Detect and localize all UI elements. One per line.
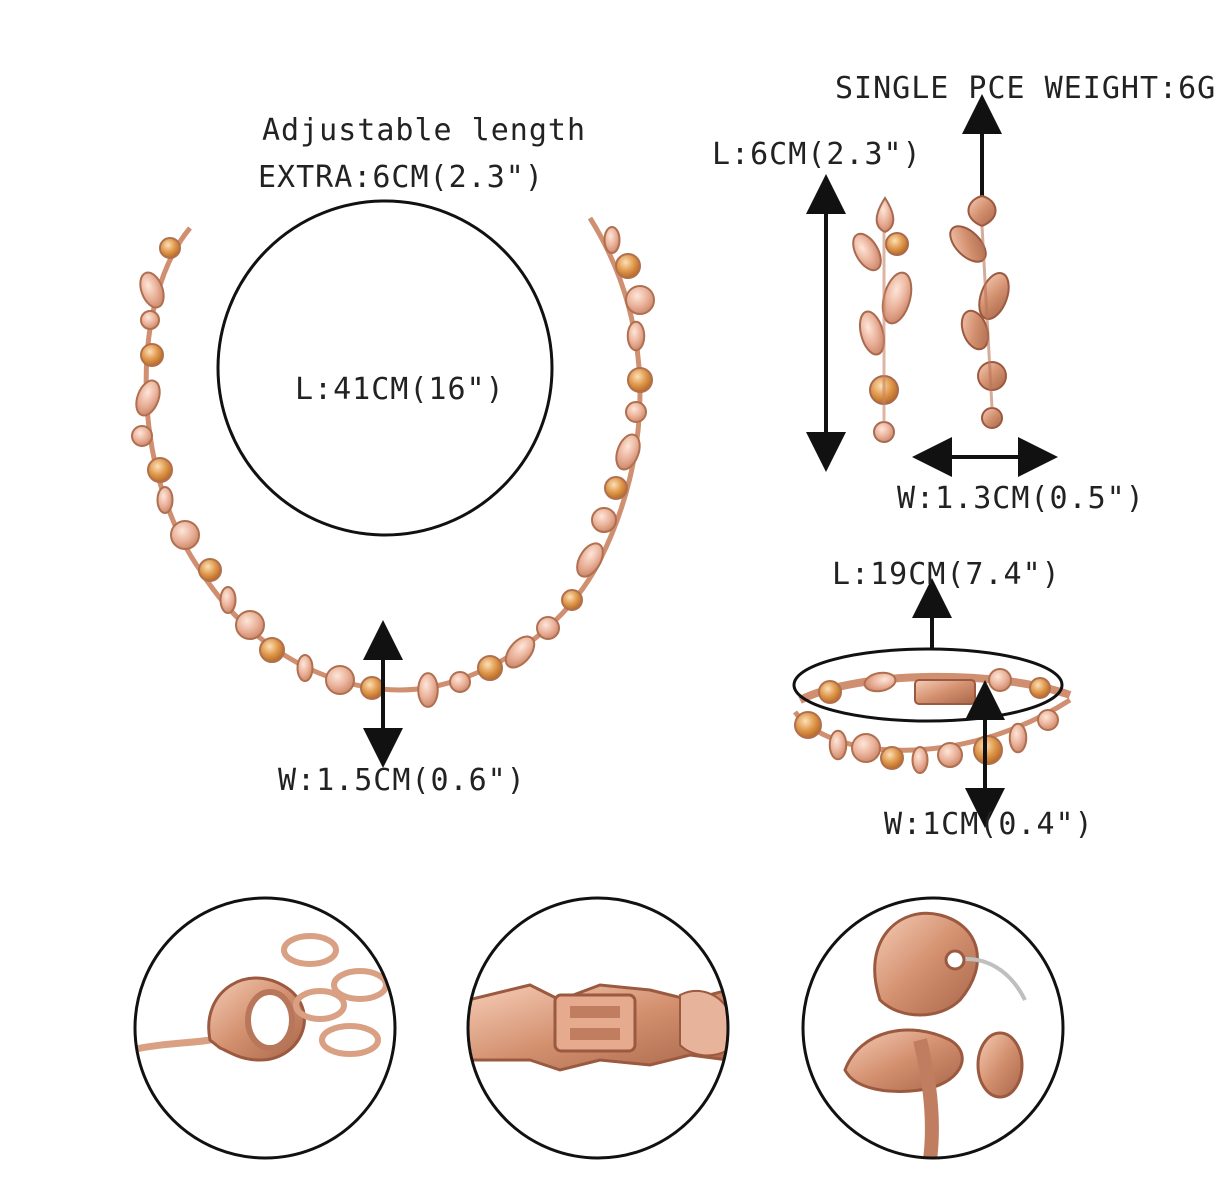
necklace-stones bbox=[131, 226, 655, 708]
crystal-stone bbox=[973, 735, 1003, 765]
necklace-chain bbox=[143, 216, 643, 693]
crystal-stone bbox=[603, 226, 621, 254]
crystal-stone bbox=[449, 671, 471, 693]
crystal-stone bbox=[591, 507, 617, 533]
crystal-stone bbox=[1029, 677, 1051, 699]
bracelet-length-ellipse bbox=[792, 647, 1064, 723]
crystal-stone bbox=[818, 680, 842, 704]
necklace bbox=[131, 199, 655, 768]
bracelet-length-label: L:19CM(7.4") bbox=[832, 557, 1061, 592]
detail-earring-back bbox=[801, 896, 1065, 1160]
crystal-stone bbox=[198, 558, 222, 582]
necklace-length-circle bbox=[216, 199, 554, 537]
crystal-stone bbox=[626, 320, 646, 352]
detail-lobster-clasp bbox=[133, 896, 397, 1160]
crystal-stone bbox=[604, 476, 628, 500]
crystal-stone bbox=[627, 367, 653, 393]
crystal-stone bbox=[156, 486, 174, 514]
bracelet-clasp bbox=[914, 679, 976, 705]
crystal-stone bbox=[296, 654, 314, 682]
crystal-stone bbox=[417, 672, 439, 708]
crystal-stone bbox=[477, 655, 503, 681]
crystal-stone bbox=[794, 711, 822, 739]
crystal-stone bbox=[561, 589, 583, 611]
crystal-stone bbox=[851, 733, 881, 763]
crystal-stone bbox=[140, 310, 160, 330]
crystal-stone bbox=[880, 746, 904, 770]
crystal-stone bbox=[536, 616, 560, 640]
crystal-stone bbox=[159, 237, 181, 259]
necklace-width-label: W:1.5CM(0.6") bbox=[278, 763, 526, 798]
earring-width-label: W:1.3CM(0.5") bbox=[897, 481, 1145, 516]
crystal-stone bbox=[937, 742, 963, 768]
necklace-extra-label: EXTRA:6CM(2.3") bbox=[258, 160, 544, 195]
crystal-stone bbox=[1037, 709, 1059, 731]
crystal-stone bbox=[625, 401, 647, 423]
crystal-stone bbox=[988, 668, 1012, 692]
crystal-stone bbox=[615, 433, 641, 471]
crystal-stone bbox=[576, 542, 604, 578]
crystal-stone bbox=[131, 425, 153, 447]
bracelet-width-label: W:1CM(0.4") bbox=[884, 807, 1094, 842]
metal-earring bbox=[949, 194, 1010, 429]
crystal-stone bbox=[863, 671, 897, 693]
crystal-stone bbox=[911, 746, 929, 774]
crystal-stone bbox=[504, 635, 536, 669]
crystal-stone bbox=[170, 520, 200, 550]
crystal-stone bbox=[147, 457, 173, 483]
earrings bbox=[806, 94, 1058, 477]
crystal-stone bbox=[135, 379, 161, 417]
crystal-stone bbox=[360, 676, 384, 700]
crystal-stone bbox=[139, 271, 165, 309]
crystal-earring bbox=[852, 196, 913, 443]
necklace-length-label: L:41CM(16") bbox=[295, 372, 505, 407]
crystal-stone bbox=[235, 610, 265, 640]
crystal-stone bbox=[625, 285, 655, 315]
crystal-stone bbox=[259, 637, 285, 663]
detail-bracelet-clasp bbox=[466, 896, 730, 1160]
bracelet bbox=[792, 578, 1072, 828]
earring-weight-label: SINGLE PCE WEIGHT:6G bbox=[835, 71, 1216, 106]
crystal-stone bbox=[615, 253, 641, 279]
earring-length-label: L:6CM(2.3") bbox=[712, 137, 922, 172]
crystal-stone bbox=[325, 665, 355, 695]
crystal-stone bbox=[1008, 722, 1028, 754]
crystal-stone bbox=[140, 343, 164, 367]
crystal-stone bbox=[828, 729, 848, 761]
crystal-stone bbox=[219, 586, 237, 614]
necklace-adjustable-label: Adjustable length bbox=[262, 113, 587, 148]
